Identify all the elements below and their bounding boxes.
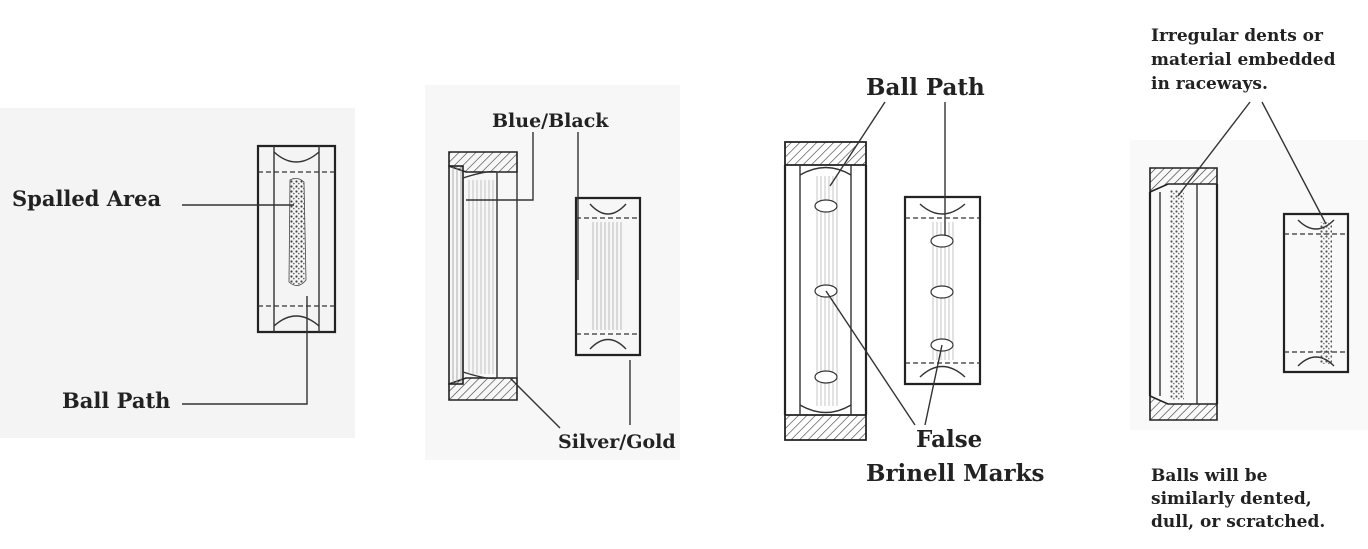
discolored-inner-ring — [574, 196, 642, 357]
brinell-marks-label: Brinell Marks — [866, 460, 1045, 487]
false-label: False — [916, 426, 982, 453]
dents-leader-2 — [1261, 101, 1327, 225]
fb-ball-path-label: Ball Path — [866, 74, 985, 101]
spalled-area-mark — [288, 178, 307, 286]
balls-label-line2: similarly dented, — [1151, 489, 1312, 509]
dents-leader-1 — [1177, 101, 1251, 197]
dented-inner-ring — [1282, 212, 1350, 374]
silver-gold-label: Silver/Gold — [558, 431, 676, 453]
silver-gold-leader-1 — [509, 377, 561, 429]
balls-label-line1: Balls will be — [1151, 466, 1268, 486]
spalled-inner-ring — [256, 144, 337, 334]
dented-outer-ring — [1148, 167, 1219, 421]
dents-label-line3: in raceways. — [1151, 74, 1268, 94]
discolored-outer-ring — [448, 151, 518, 401]
fb-ball-path-leader-1 — [829, 101, 886, 187]
false-brinell-inner-ring — [903, 195, 982, 386]
fb-marks-leader-2 — [924, 344, 943, 426]
spalled-area-label: Spalled Area — [12, 186, 161, 211]
blue-black-label: Blue/Black — [492, 110, 609, 132]
ball-path-leader — [182, 296, 308, 405]
balls-label-line3: dull, or scratched. — [1151, 512, 1325, 532]
fb-marks-leader-1 — [825, 290, 916, 426]
dents-label-line2: material embedded — [1151, 50, 1336, 70]
dents-label-line1: Irregular dents or — [1151, 26, 1324, 46]
false-brinell-outer-ring — [783, 141, 868, 441]
blue-black-leader-1 — [466, 132, 534, 201]
ball-path-label: Ball Path — [62, 388, 170, 413]
